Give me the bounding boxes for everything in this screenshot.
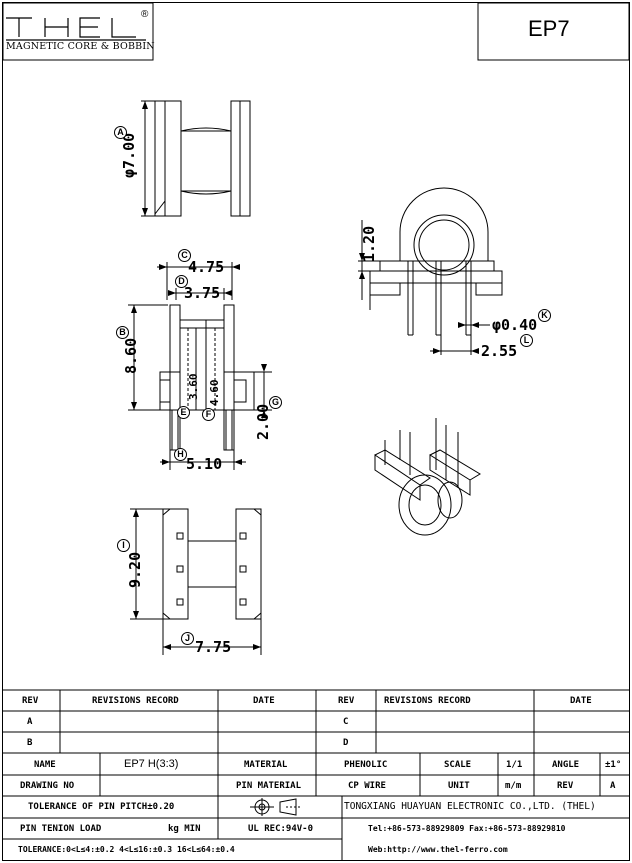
pin-tension-unit: kg MIN: [168, 824, 201, 834]
angle-value: ±1°: [605, 760, 622, 770]
title-block-grid: [3, 689, 629, 860]
ref-j: J: [181, 632, 194, 645]
rev-c: C: [343, 717, 349, 727]
material-value: PHENOLIC: [344, 760, 388, 770]
ref-e: E: [177, 406, 190, 419]
rev-header-2: REV: [338, 696, 355, 706]
logo-subtitle: MAGNETIC CORE & BOBBIN: [6, 41, 155, 52]
part-number: EP7: [528, 16, 570, 41]
name-label: NAME: [34, 760, 56, 770]
dim-460: 4.60: [208, 379, 221, 407]
rev-header: REV: [22, 696, 39, 706]
ul-rec: UL REC:94V-0: [248, 824, 314, 834]
pin-tension-label: PIN TENION LOAD: [20, 824, 102, 834]
pin-material-value: CP WIRE: [348, 781, 386, 791]
ref-k: K: [538, 309, 551, 322]
ref-h: H: [174, 448, 187, 461]
pin-material-label: PIN MATERIAL: [236, 781, 302, 791]
dim-475: 4.75: [188, 258, 225, 276]
revisions-record-header: REVISIONS RECORD: [92, 696, 179, 706]
scale-value: 1/1: [506, 760, 523, 770]
ref-l: L: [520, 334, 533, 347]
company-name: TONGXIANG HUAYUAN ELECTRONIC CO.,LTD. (T…: [344, 801, 596, 812]
end-view: [358, 187, 503, 355]
pin-pitch-tolerance: TOLERANCE OF PIN PITCH±0.20: [28, 802, 175, 812]
dimension-arrows: [131, 101, 479, 650]
dim-360: 3.60: [187, 373, 200, 401]
dim-dia-700: φ7.00: [120, 132, 138, 178]
date-header-2: DATE: [570, 696, 592, 706]
web-address: Web:http://www.thel-ferro.com: [368, 845, 508, 854]
ref-g: G: [269, 396, 282, 409]
rev-label: REV: [557, 781, 574, 791]
tolerance-spec: TOLERANCE:0<L≤4:±0.2 4<L≤16:±0.3 16<L≤64…: [18, 845, 235, 854]
dim-775: 7.75: [195, 638, 232, 656]
ref-i: I: [117, 539, 130, 552]
ref-f: F: [202, 408, 215, 421]
part-number-box: [477, 2, 630, 61]
unit-value: m/m: [505, 781, 522, 791]
ref-a: A: [114, 126, 127, 139]
scale-label: SCALE: [444, 760, 472, 770]
drawing-no-label: DRAWING NO: [20, 781, 75, 791]
dim-510: 5.10: [186, 455, 223, 473]
ref-c: C: [178, 249, 191, 262]
ref-b: B: [116, 326, 129, 339]
ref-d: D: [175, 275, 188, 288]
logo-box: [2, 2, 154, 61]
angle-label: ANGLE: [552, 760, 580, 770]
side-view-top: [141, 100, 251, 217]
rev-a: A: [27, 717, 33, 727]
dim-200: 2.00: [254, 403, 272, 440]
name-value: EP7 H(3:3): [124, 758, 179, 770]
projection-symbol: [250, 798, 300, 816]
rev-d: D: [343, 738, 349, 748]
date-header: DATE: [253, 696, 275, 706]
thel-logo: [6, 17, 146, 41]
dim-920: 9.20: [126, 551, 144, 588]
tel-fax: Tel:+86-573-88929809 Fax:+86-573-8892981…: [368, 824, 566, 833]
registered-mark: ®: [141, 9, 149, 20]
material-label: MATERIAL: [244, 760, 288, 770]
dim-dia-040: φ0.40: [492, 316, 538, 334]
revisions-record-header-2: REVISIONS RECORD: [384, 696, 471, 706]
dim-255: 2.55: [481, 342, 518, 360]
rev-value: A: [610, 781, 616, 791]
isometric-view: [374, 418, 481, 536]
dim-375: 3.75: [184, 284, 221, 302]
bottom-view: [130, 508, 262, 655]
dim-860: 8.60: [122, 337, 140, 374]
unit-label: UNIT: [448, 781, 470, 791]
rev-b: B: [27, 738, 33, 748]
dim-120: 1.20: [360, 225, 378, 262]
